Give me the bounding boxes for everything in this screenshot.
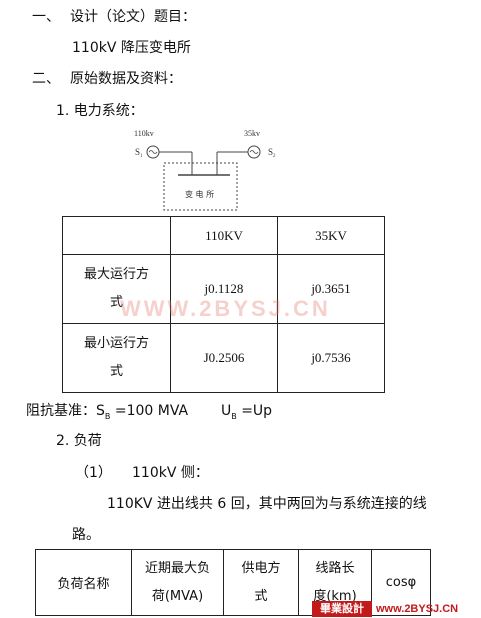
paragraph-line: 路。 (72, 527, 100, 543)
item-title: 110kV 侧： (132, 465, 209, 481)
system-diagram: 110kv 35kv S 1 S 2 变 电 所 (134, 129, 276, 211)
item-number: （1） (75, 465, 112, 481)
table-header-cell: 110KV (170, 216, 278, 255)
cell-value: j0.1128 (170, 254, 278, 324)
table-header-cell (62, 216, 171, 255)
brand-url: www.2BYSJ.CN (376, 603, 459, 615)
s2-voltage-label: 35kv (244, 129, 260, 138)
paragraph-line: 110KV 进出线共 6 回，其中两回为与系统连接的线 (107, 496, 427, 512)
s2-source-icon (247, 145, 261, 159)
brand-banner: 畢業設計 www.2BYSJ.CN (312, 600, 481, 618)
table-header-cell: cosφ (371, 549, 431, 616)
watermark: WWW.2BYSJ.CN (120, 296, 331, 321)
section-title: 设计（论文）题目： (70, 9, 196, 25)
section-number: 二、 (32, 71, 60, 87)
substation-label: 变 电 所 (185, 189, 214, 199)
table-row: 最小运行方式 J0.2506 j0.7536 (62, 323, 385, 393)
table-header-cell: 35KV (277, 216, 385, 255)
row-label: 最大运行方式 (62, 254, 171, 324)
s1-label: S (135, 147, 140, 157)
cell-value: J0.2506 (170, 323, 278, 393)
table-header-row: 负荷名称 近期最大负荷(MVA) 供电方式 线路长度(km) cosφ (35, 549, 431, 616)
cell-value: j0.3651 (277, 254, 385, 324)
table-header-cell: 供电方式 (223, 549, 299, 616)
table-header-cell: 负荷名称 (35, 549, 132, 616)
s1-source-icon (146, 145, 160, 159)
table-row: 最大运行方式 j0.1128 j0.3651 (62, 254, 385, 324)
impedance-base: 阻抗基准：SB =100 MVA UB =Up (26, 403, 273, 421)
brand-logo: 畢業設計 (312, 601, 372, 617)
project-title: 110kV 降压变电所 (72, 40, 191, 56)
impedance-table: 110KV 35KV 最大运行方式 j0.1128 j0.3651 最小运行方式… (62, 216, 385, 393)
subsection-title: 2. 负荷 (56, 433, 102, 449)
s1-voltage-label: 110kv (134, 129, 154, 138)
table-header-cell: 近期最大负荷(MVA) (131, 549, 224, 616)
subsection-title: 1. 电力系统： (56, 103, 144, 119)
cell-value: j0.7536 (277, 323, 385, 393)
load-table: 负荷名称 近期最大负荷(MVA) 供电方式 线路长度(km) cosφ (35, 549, 431, 616)
s2-subscript: 2 (273, 154, 276, 159)
section-number: 一、 (32, 9, 60, 25)
section-title: 原始数据及资料： (70, 71, 182, 87)
substation-box (163, 162, 238, 211)
s2-label: S (268, 147, 273, 157)
s1-subscript: 1 (140, 154, 143, 159)
row-label: 最小运行方式 (62, 323, 171, 393)
